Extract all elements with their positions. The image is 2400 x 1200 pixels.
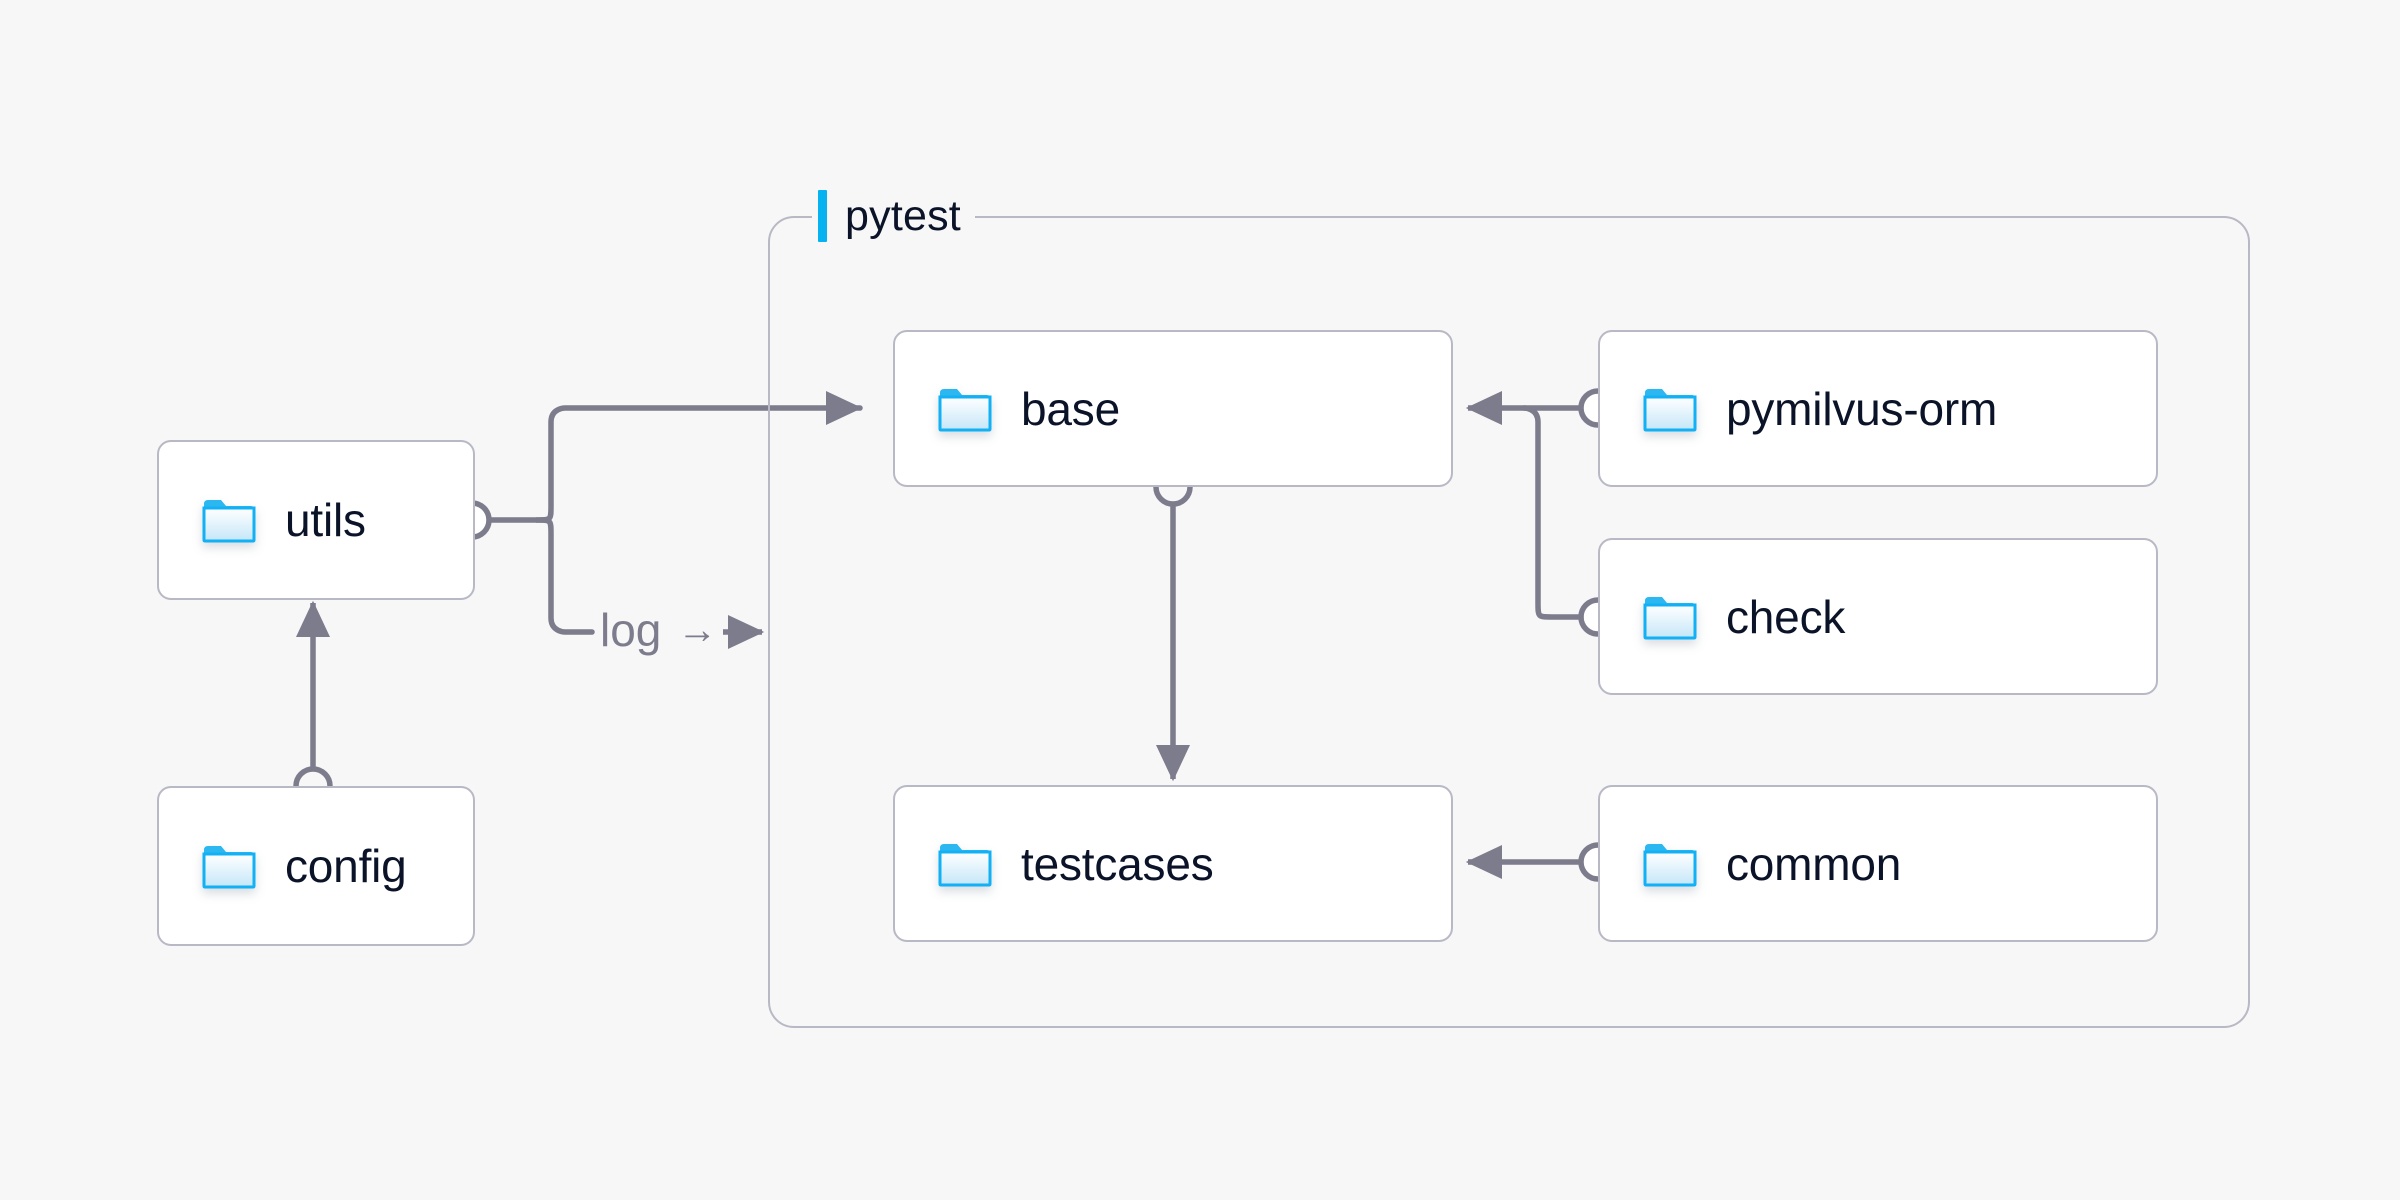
node-pymilvus-orm[interactable]: pymilvus-orm: [1598, 330, 2158, 487]
node-common[interactable]: common: [1598, 785, 2158, 942]
node-label: config: [285, 840, 407, 892]
node-label: utils: [285, 494, 366, 546]
node-check[interactable]: check: [1598, 538, 2158, 695]
folder-icon: [1642, 839, 1698, 889]
edge-label-log: log →: [600, 607, 717, 653]
edge-config-to-utils: [293, 600, 333, 806]
folder-icon: [201, 495, 257, 545]
folder-icon: [937, 839, 993, 889]
node-label: check: [1726, 590, 1846, 643]
node-config[interactable]: config: [157, 786, 475, 946]
accent-bar-icon: [818, 190, 827, 242]
node-label: pymilvus-orm: [1726, 382, 1998, 435]
node-testcases[interactable]: testcases: [893, 785, 1453, 942]
node-label: common: [1726, 837, 1902, 890]
arrow-right-icon: →: [677, 608, 718, 652]
pytest-group-label: pytest: [812, 185, 975, 247]
node-base[interactable]: base: [893, 330, 1453, 487]
folder-icon: [937, 384, 993, 434]
node-label: testcases: [1021, 837, 1214, 890]
node-utils[interactable]: utils: [157, 440, 475, 600]
pytest-group-frame: [768, 216, 2250, 1028]
folder-icon: [201, 841, 257, 891]
folder-icon: [1642, 384, 1698, 434]
folder-icon: [1642, 592, 1698, 642]
edge-label-log-text: log: [600, 604, 662, 656]
group-title-text: pytest: [845, 191, 961, 240]
node-label: base: [1021, 382, 1120, 435]
